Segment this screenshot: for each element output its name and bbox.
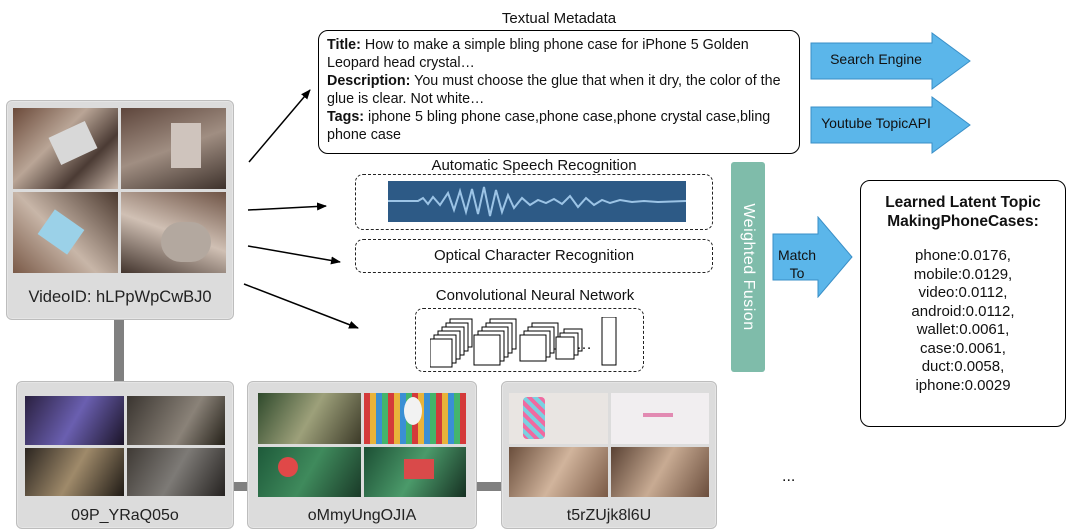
main-video-id: VideoID: hLPpWpCwBJ0 xyxy=(28,288,212,306)
video-frame xyxy=(509,393,608,444)
topic-word: case:0.0061, xyxy=(920,339,1006,357)
search-engine-label: Search Engine xyxy=(830,51,922,67)
topic-word-list: phone:0.0176, mobile:0.0129, video:0.011… xyxy=(861,247,1065,395)
learned-topic-box: Learned Latent Topic MakingPhoneCases: p… xyxy=(860,180,1066,427)
topic-word: mobile:0.0129, xyxy=(913,265,1013,283)
match-label: Match To xyxy=(777,247,817,281)
metadata-tags-row: Tags: iphone 5 bling phone case,phone ca… xyxy=(327,109,771,143)
asr-box xyxy=(355,174,713,230)
video-frame xyxy=(121,108,226,189)
video-frame xyxy=(126,447,225,496)
topic-word: wallet:0.0061, xyxy=(916,321,1010,338)
ocr-box: Optical Character Recognition xyxy=(355,239,713,273)
video-frame xyxy=(610,446,709,497)
related-video-id: 09P_YRaQ05o xyxy=(71,507,179,524)
related-video-card: 09P_YRaQ05o xyxy=(16,381,234,529)
textual-metadata-box: Title: How to make a simple bling phone … xyxy=(318,30,800,154)
topic-word: phone:0.0176, xyxy=(915,247,1011,264)
video-frame xyxy=(509,446,608,497)
related-video-frames xyxy=(25,396,225,496)
video-frame xyxy=(126,396,225,445)
related-video-id: oMmyUngOJIA xyxy=(307,507,417,524)
main-video-frames xyxy=(13,108,226,273)
video-frame xyxy=(13,108,118,189)
search-engine-arrow xyxy=(810,32,971,90)
related-video-frames xyxy=(509,393,709,497)
more-videos-ellipsis: ... xyxy=(782,468,796,485)
video-frame xyxy=(610,393,709,444)
cnn-title: Convolutional Neural Network xyxy=(435,287,635,304)
main-video-card: VideoID: hLPpWpCwBJ0 xyxy=(6,100,234,320)
topic-word: iphone:0.0029 xyxy=(915,376,1011,394)
video-frame xyxy=(25,447,124,496)
topic-api-arrow xyxy=(810,96,971,154)
learned-topic-heading: Learned Latent Topic MakingPhoneCases: xyxy=(885,194,1041,230)
topic-word: duct:0.0058, xyxy=(921,358,1005,375)
video-frame xyxy=(363,446,466,497)
video-frame xyxy=(121,192,226,273)
video-frame xyxy=(25,396,124,445)
video-frame xyxy=(258,446,361,497)
ocr-title: Optical Character Recognition xyxy=(433,247,635,264)
metadata-title-row: Title: How to make a simple bling phone … xyxy=(327,37,749,71)
textual-metadata-title: Textual Metadata xyxy=(501,10,617,27)
connector-horizontal-1 xyxy=(230,482,248,491)
cnn-ellipsis: … xyxy=(576,336,592,353)
related-video-card: t5rZUjk8l6U xyxy=(501,381,717,529)
cnn-icon xyxy=(430,317,617,368)
connector-vertical xyxy=(114,320,124,382)
cnn-box: … xyxy=(415,308,644,372)
topic-word: android:0.0112, xyxy=(911,302,1015,320)
related-video-frames xyxy=(258,393,466,497)
connector-horizontal-2 xyxy=(474,482,502,491)
weighted-fusion-label: Weighted Fusion xyxy=(740,203,757,331)
weighted-fusion-bar: Weighted Fusion xyxy=(731,162,765,372)
video-frame xyxy=(363,393,466,444)
topic-api-label: Youtube TopicAPI xyxy=(821,115,931,131)
match-arrow xyxy=(772,216,853,298)
topic-word: video:0.0112, xyxy=(918,284,1008,301)
video-frame xyxy=(13,192,118,273)
asr-title: Automatic Speech Recognition xyxy=(431,157,637,174)
video-frame xyxy=(258,393,361,444)
waveform-icon xyxy=(388,181,686,222)
metadata-description-row: Description: You must choose the glue th… xyxy=(327,73,781,107)
related-video-id: t5rZUjk8l6U xyxy=(566,507,652,524)
